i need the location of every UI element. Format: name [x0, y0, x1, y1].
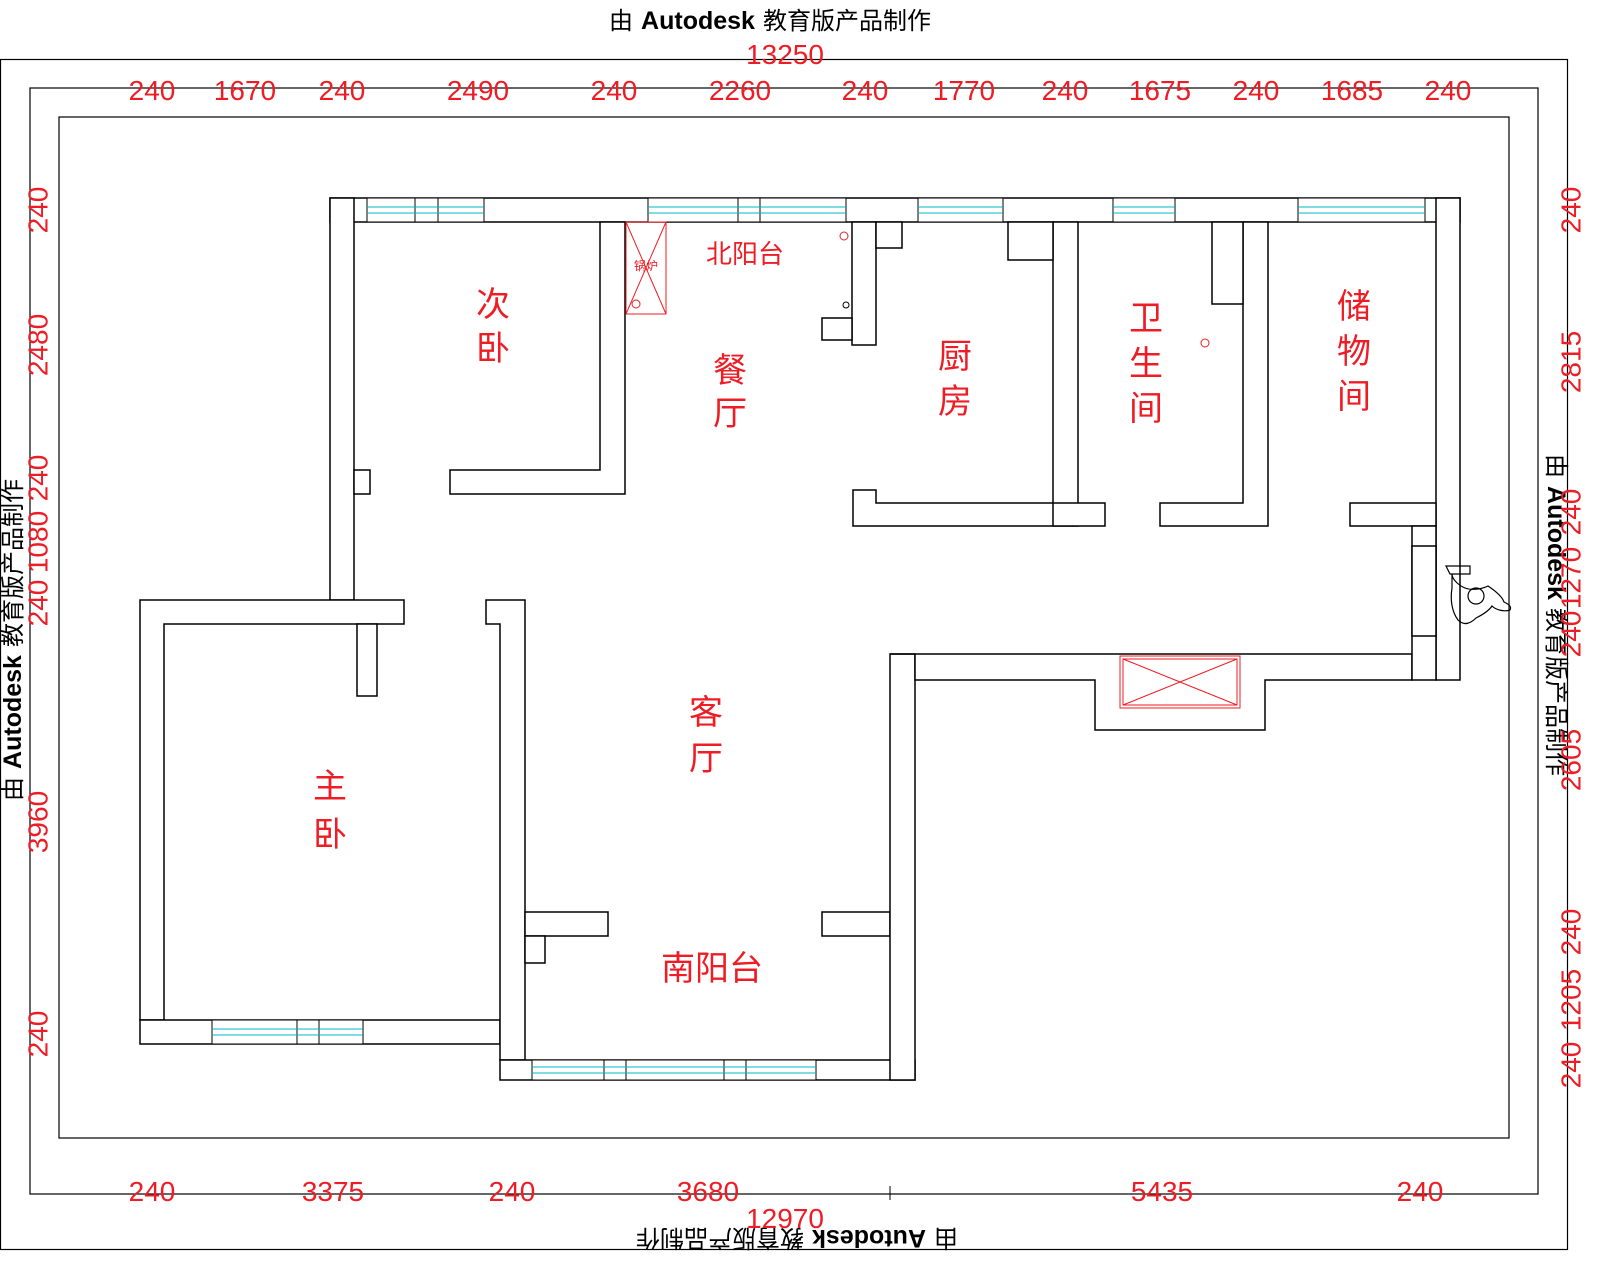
wall-nw — [329, 197, 355, 601]
balcony-column — [524, 935, 546, 964]
windows — [211, 197, 1426, 1081]
label-storage-2: 物 — [1337, 333, 1371, 371]
dim-left-0: 240 — [22, 187, 53, 234]
bath-shaft — [1211, 221, 1244, 305]
dim-top-1: 1670 — [214, 75, 276, 106]
bath-fixture-circle — [1200, 338, 1210, 348]
wall-kitchen — [852, 221, 1079, 527]
label-bathroom-2: 生 — [1129, 345, 1163, 383]
dim-right-4: 240 — [1555, 611, 1586, 658]
dim-right-5: 2605 — [1555, 729, 1586, 791]
dim-top-total: 13250 — [746, 39, 824, 70]
dim-right-2: 240 — [1555, 489, 1586, 536]
dim-bottom-3: 3680 — [677, 1176, 739, 1207]
dim-top-4: 240 — [591, 75, 638, 106]
wall-balcony-right — [821, 911, 891, 937]
label-bathroom-3: 间 — [1129, 391, 1163, 428]
dim-right-8: 240 — [1555, 1042, 1586, 1089]
dim-right-3: 1270 — [1555, 547, 1586, 609]
dim-left-4: 240 — [22, 580, 53, 627]
watermark-left: 由Autodesk教育版产品制作 — [0, 479, 27, 801]
wall-second-bedroom — [449, 221, 626, 495]
label-kitchen-1: 厨 — [938, 339, 972, 376]
label-living-2: 厅 — [689, 741, 723, 778]
entry-door — [1411, 545, 1437, 637]
label-storage-1: 储 — [1337, 288, 1371, 326]
label-north-balcony: 北阳台 — [706, 240, 784, 269]
dim-bottom-5: 240 — [1397, 1176, 1444, 1207]
wall-ne — [1435, 197, 1461, 681]
dim-left-6: 240 — [22, 1011, 53, 1058]
dim-bottom-0: 240 — [129, 1176, 176, 1207]
wall-storage-bottom — [1349, 502, 1437, 527]
label-dining-1: 餐 — [713, 352, 747, 390]
label-master-1: 主 — [313, 769, 347, 806]
dim-right-0: 240 — [1555, 187, 1586, 234]
dim-top-8: 240 — [1042, 75, 1089, 106]
outer-frame — [0, 58, 1569, 1251]
dim-top-7: 1770 — [933, 75, 995, 106]
entry-chair-icon — [1445, 565, 1512, 625]
label-secondary-bedroom-2: 卧 — [476, 331, 510, 368]
wall-stub-left — [353, 469, 371, 495]
dimension-frame — [29, 87, 1539, 1195]
label-secondary-bedroom-1: 次 — [476, 286, 510, 324]
watermark-right: 由Autodesk教育版产品制作 — [1542, 454, 1570, 776]
wall-north — [329, 197, 1461, 223]
dim-right-1: 2815 — [1555, 331, 1586, 393]
label-south-balcony: 南阳台 — [661, 950, 763, 988]
dim-bottom-4: 5435 — [1131, 1176, 1193, 1207]
dim-top-6: 240 — [842, 75, 889, 106]
dim-bottom-total: 12970 — [746, 1203, 824, 1234]
wall-balcony-left — [524, 911, 609, 937]
label-boiler: 锅炉 — [634, 258, 658, 273]
walls — [139, 197, 1461, 1081]
dim-left-5: 3960 — [22, 791, 53, 853]
fixture-circle — [839, 231, 849, 241]
dim-left-3: 1080 — [22, 511, 53, 573]
dim-top-9: 1675 — [1129, 75, 1191, 106]
label-kitchen-2: 房 — [938, 383, 972, 421]
dim-top-0: 240 — [129, 75, 176, 106]
dim-bottom-1: 3375 — [302, 1176, 364, 1207]
dim-left-1: 2480 — [22, 314, 53, 376]
wall-bath-left-stub — [1052, 502, 1106, 527]
dim-bottom-2: 240 — [489, 1176, 536, 1207]
kitchen-column — [875, 221, 903, 249]
wall-bath-storage — [1159, 221, 1269, 527]
fixture-drain — [842, 301, 850, 309]
inner-frame — [58, 116, 1510, 1139]
label-master-2: 卧 — [313, 817, 347, 854]
dim-left-2: 240 — [22, 455, 53, 502]
watermark-bottom: 由Autodesk教育版产品制作 — [636, 1224, 958, 1252]
shaft-symbol — [1119, 655, 1241, 709]
label-storage-3: 间 — [1337, 379, 1371, 416]
wall-dining-kitchen — [851, 221, 877, 346]
label-bathroom-1: 卫 — [1129, 301, 1163, 338]
kitchen-shaft — [1007, 221, 1054, 261]
wall-master-living — [485, 599, 526, 1061]
dim-top-2: 240 — [319, 75, 366, 106]
label-living-1: 客 — [689, 694, 723, 732]
wall-dining-stub — [821, 317, 853, 341]
boiler-symbol — [625, 221, 667, 315]
dim-top-12: 240 — [1425, 75, 1472, 106]
dim-top-11: 1685 — [1321, 75, 1383, 106]
dim-top-3: 2490 — [447, 75, 509, 106]
dim-right-6: 240 — [1555, 909, 1586, 956]
label-dining-2: 厅 — [713, 396, 747, 433]
dim-top-5: 2260 — [709, 75, 771, 106]
wall-master-stub — [356, 623, 378, 697]
dim-top-10: 240 — [1233, 75, 1280, 106]
wall-east-step — [890, 653, 1413, 731]
dim-right-7: 1205 — [1555, 969, 1586, 1031]
wall-living-east — [889, 653, 916, 1081]
